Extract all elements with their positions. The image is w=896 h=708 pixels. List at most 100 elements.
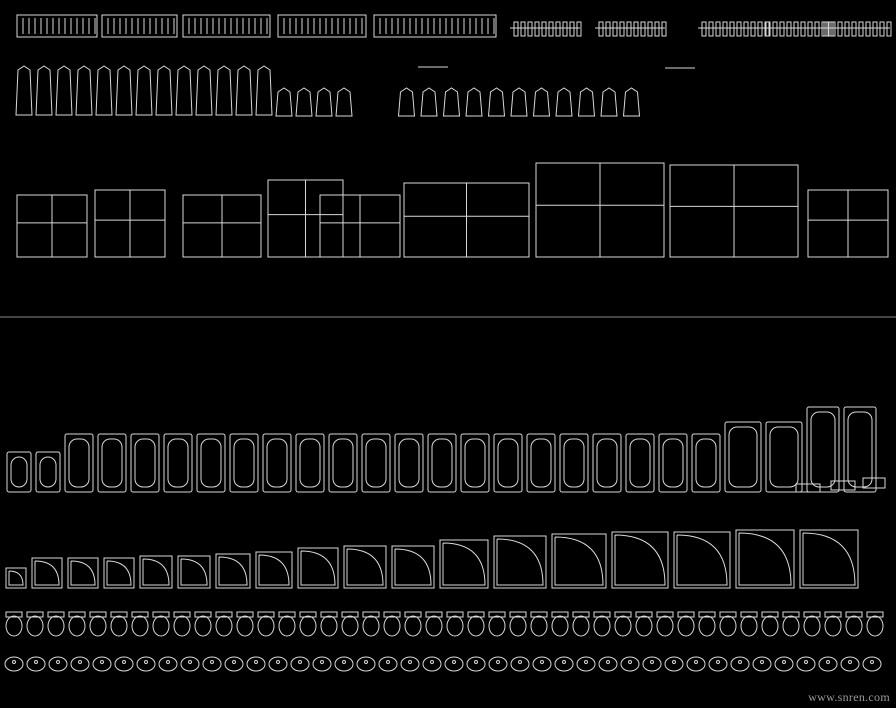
garment-mini (520, 21, 526, 37)
washbasin (48, 656, 68, 672)
washbasins-row (4, 656, 882, 672)
toilet (383, 615, 401, 637)
drain (188, 660, 192, 664)
shower-tray (67, 557, 99, 589)
bathtub-basin (200, 438, 222, 488)
toilet (698, 615, 716, 637)
toilet-tank (866, 611, 884, 618)
garment (275, 87, 293, 117)
bathtub-basin (39, 456, 57, 488)
bathtub-basin (728, 426, 758, 488)
toilet (26, 615, 44, 637)
garment-mini (779, 21, 785, 37)
toilet (845, 615, 863, 637)
drain (848, 660, 852, 664)
toilet (530, 615, 548, 637)
garment (510, 87, 528, 117)
shower-tray (439, 539, 489, 589)
washbasin (400, 656, 420, 672)
bathtub (765, 421, 803, 493)
washbasin (378, 656, 398, 672)
drain (386, 660, 390, 664)
toilet-tank (446, 611, 464, 618)
drain (738, 660, 742, 664)
bathtub-basin (101, 438, 123, 488)
washbasin (202, 656, 222, 672)
garment-mini (729, 21, 735, 37)
garment-mini (555, 21, 561, 37)
wardrobe-elevation (373, 14, 497, 38)
washbasin (730, 656, 750, 672)
washbasin (488, 656, 508, 672)
wardrobe-elevation (101, 14, 178, 38)
toilet (131, 615, 149, 637)
toilet (488, 615, 506, 637)
toilet (677, 615, 695, 637)
toilet-tank (509, 611, 527, 618)
toilet-tank (173, 611, 191, 618)
shower-curve (442, 542, 486, 586)
bathtub-basin (810, 411, 836, 488)
garment (600, 87, 618, 117)
washbasin (554, 656, 574, 672)
drain (430, 660, 434, 664)
drain (518, 660, 522, 664)
washbasin (312, 656, 332, 672)
toilet-tank (761, 611, 779, 618)
bathtub (394, 433, 424, 493)
drain (760, 660, 764, 664)
garment-mini (661, 21, 667, 37)
toilet-tank (383, 611, 401, 618)
garment-mini (814, 21, 820, 37)
garment-mini (800, 21, 806, 37)
washbasin (774, 656, 794, 672)
toilet (5, 615, 23, 637)
drain (254, 660, 258, 664)
drain (826, 660, 830, 664)
garment-mini (527, 21, 533, 37)
drain (166, 660, 170, 664)
bathtub-basin (134, 438, 156, 488)
drain (496, 660, 500, 664)
garment (555, 87, 573, 117)
toilet (362, 615, 380, 637)
washbasin (158, 656, 178, 672)
shower-tray (177, 555, 211, 589)
garment-mini (851, 21, 857, 37)
drain (540, 660, 544, 664)
washbasin (224, 656, 244, 672)
drain (122, 660, 126, 664)
garment (487, 87, 506, 117)
shower-tray (139, 555, 173, 589)
shower-tray (735, 529, 795, 589)
bathtub (64, 433, 94, 493)
garment (532, 87, 551, 117)
toilet-tank (257, 611, 275, 618)
garment-mini (750, 21, 756, 37)
toilet-tank (110, 611, 128, 618)
toilet-tank (425, 611, 443, 618)
garment-mini (562, 21, 568, 37)
garment-mini (633, 21, 639, 37)
shower-curve (346, 548, 384, 586)
garment (75, 65, 93, 116)
toilet-tank (593, 611, 611, 618)
garment-mini (793, 21, 799, 37)
toilet-tank (572, 611, 590, 618)
wardrobe-elevation (277, 14, 367, 38)
washbasin (334, 656, 354, 672)
garment-mini (823, 21, 829, 37)
bathtub (493, 433, 523, 493)
toilet (803, 615, 821, 637)
washbasin (708, 656, 728, 672)
garment-mini (569, 21, 575, 37)
toilet (656, 615, 674, 637)
washbasin (356, 656, 376, 672)
garment (55, 65, 73, 116)
garment-mini (605, 21, 611, 37)
bathtub-basin (10, 456, 28, 488)
garment-mini (647, 21, 653, 37)
bathtub (295, 433, 325, 493)
washbasin (752, 656, 772, 672)
garment (442, 87, 461, 117)
